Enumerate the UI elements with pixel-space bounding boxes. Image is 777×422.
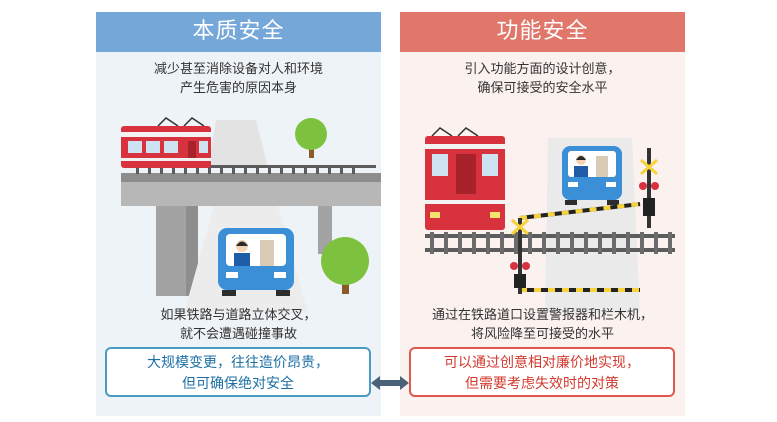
tree-icon [295, 118, 327, 158]
functional-safety-summary-box: 可以通过创意相对廉价地实现， 但需要考虑失效时的对策 [409, 347, 675, 397]
train-icon [425, 127, 505, 230]
description-line: 确保可接受的安全水平 [477, 81, 608, 96]
bridge-pillar [318, 206, 332, 254]
description-line: 减少甚至消除设备对人和环境 [153, 62, 323, 77]
level-crossing-scene [425, 127, 675, 313]
panel-inherent-safety: 本质安全 减少甚至消除设备对人和环境 产生危害的原因本身 [96, 12, 381, 416]
rail-ties [126, 165, 376, 174]
barrier-arm [519, 202, 641, 292]
caption-line: 通过在铁路道口设置警报器和栏木机， [431, 308, 653, 323]
description-line: 产生危害的原因本身 [179, 81, 297, 96]
bridge-pillar [156, 206, 186, 296]
bridge-girder [121, 182, 381, 206]
caption-line: 就不会遭遇碰撞事故 [179, 327, 297, 342]
tree-icon [321, 237, 369, 294]
car-icon [218, 228, 294, 296]
functional-safety-caption: 通过在铁路道口设置警报器和栏木机， 将风险降至可接受的水平 [400, 306, 685, 344]
summary-line: 但可确保绝对安全 [182, 376, 294, 392]
bridge-deck-rail [121, 173, 381, 182]
train-icon [121, 117, 211, 168]
far-road [208, 120, 268, 168]
description-line: 引入功能方面的设计创意， [464, 62, 621, 77]
panel-title-functional-safety: 功能安全 [400, 12, 685, 52]
double-arrow-icon [371, 376, 409, 390]
railway-track [425, 232, 675, 254]
inherent-safety-summary-box: 大规模变更，往往造价昂贵， 但可确保绝对安全 [105, 347, 371, 397]
summary-line: 大规模变更，往往造价昂贵， [147, 355, 329, 371]
car-icon [562, 146, 622, 205]
functional-safety-description: 引入功能方面的设计创意， 确保可接受的安全水平 [400, 60, 685, 98]
inherent-safety-description: 减少甚至消除设备对人和环境 产生危害的原因本身 [96, 60, 381, 98]
inherent-safety-caption: 如果铁路与道路立体交叉， 就不会遭遇碰撞事故 [96, 306, 381, 344]
caption-line: 如果铁路与道路立体交叉， [160, 308, 317, 323]
caption-line: 将风险降至可接受的水平 [470, 327, 614, 342]
overpass-scene [121, 117, 381, 313]
crossing-signal-icon [639, 148, 659, 228]
bridge-pillar-side [186, 206, 198, 296]
summary-line: 可以通过创意相对廉价地实现， [444, 355, 640, 371]
panel-title-inherent-safety: 本质安全 [96, 12, 381, 52]
summary-line: 但需要考虑失效时的对策 [465, 376, 619, 392]
crossing-signal-icon [510, 218, 530, 294]
